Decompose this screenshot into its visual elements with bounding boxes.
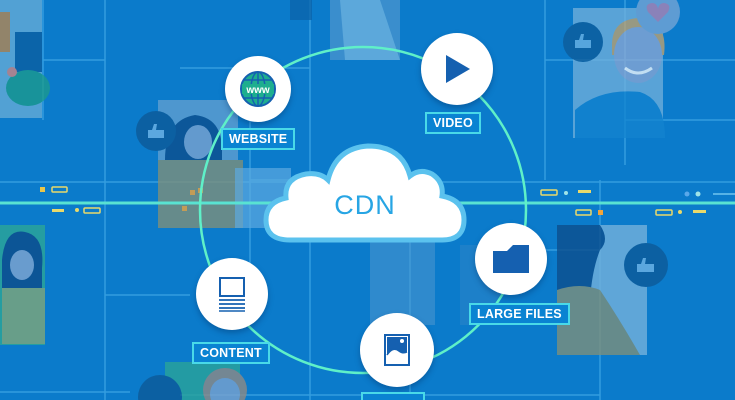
svg-text:www: www: [245, 85, 270, 96]
images-node[interactable]: [360, 313, 434, 387]
video-label: VIDEO: [425, 112, 481, 134]
person-top-center: [290, 0, 400, 60]
person-left-middle: [136, 100, 243, 228]
cdn-label: CDN: [334, 190, 396, 220]
person-top-left: [0, 0, 50, 118]
person-top-right: [563, 0, 680, 138]
document-icon: [219, 277, 245, 312]
person-bottom-center: [138, 362, 247, 400]
images-label: [361, 392, 425, 400]
connection-ring: [198, 45, 528, 375]
content-label: CONTENT: [192, 342, 270, 364]
image-icon: [384, 334, 410, 366]
website-node[interactable]: www: [225, 56, 291, 122]
data-packets: [40, 186, 735, 216]
person-left-bottom: [0, 225, 45, 345]
video-node[interactable]: [421, 33, 493, 105]
cloud-icon: [263, 143, 467, 243]
person-right-middle: [557, 225, 668, 355]
play-icon: [446, 55, 470, 83]
cdn-cloud: CDN: [262, 140, 468, 244]
large-files-node[interactable]: [475, 223, 547, 295]
website-label: WEBSITE: [221, 128, 296, 150]
large-files-label: LARGE FILES: [469, 303, 570, 325]
content-node[interactable]: [196, 258, 268, 330]
folder-icon: [493, 245, 529, 273]
globe-www-icon: www: [240, 71, 276, 107]
